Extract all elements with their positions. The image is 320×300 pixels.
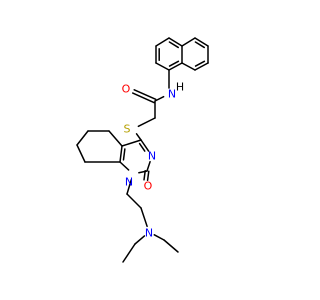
bond-single (146, 160, 151, 172)
bond-single (122, 243, 136, 263)
atom-label-nitrogen: N (145, 227, 153, 240)
bond-double (143, 170, 146, 181)
bond-double (194, 37, 209, 47)
bond-layer (76, 37, 209, 263)
atom-label-sulfur: S (124, 123, 131, 136)
bond-single (121, 139, 142, 147)
bond-double (146, 170, 150, 182)
canvas-background (0, 0, 300, 300)
bond-single (126, 179, 133, 195)
atom-label-oxygen: O (122, 83, 131, 96)
bond-double (119, 145, 123, 163)
bond-single (163, 239, 179, 253)
bond-double-inner (194, 41, 205, 49)
bond-single (140, 207, 148, 228)
atom-label-nitrogen: N (168, 88, 176, 101)
bond-double (133, 89, 157, 101)
bond-double-inner (138, 142, 146, 152)
bond-double (168, 62, 183, 71)
bond-double (132, 92, 156, 104)
bond-single (108, 130, 123, 147)
bond-single (126, 193, 142, 209)
bond-double-inner (194, 60, 206, 67)
bond-single (153, 234, 165, 241)
bond-single (154, 95, 165, 102)
atom-label-hydrogen: H (176, 81, 184, 94)
bond-double (140, 139, 150, 152)
bond-double-inner (168, 41, 179, 49)
bond-single (181, 62, 196, 71)
bond-single (76, 144, 86, 163)
bond-single (155, 37, 170, 47)
bond-double-inner (168, 60, 180, 67)
bond-single (155, 62, 170, 71)
bond-single (137, 117, 156, 128)
bond-single (135, 133, 142, 141)
bond-single (181, 37, 196, 47)
bond-single (76, 130, 89, 146)
atom-label-nitrogen: N (148, 150, 156, 163)
bond-single (134, 235, 146, 245)
atom-label-oxygen: O (144, 180, 153, 193)
bond-double-inner (122, 148, 126, 161)
bond-double (168, 37, 183, 47)
bond-single (119, 161, 130, 171)
atom-label-nitrogen: N (125, 176, 133, 189)
bond-double (194, 62, 209, 71)
